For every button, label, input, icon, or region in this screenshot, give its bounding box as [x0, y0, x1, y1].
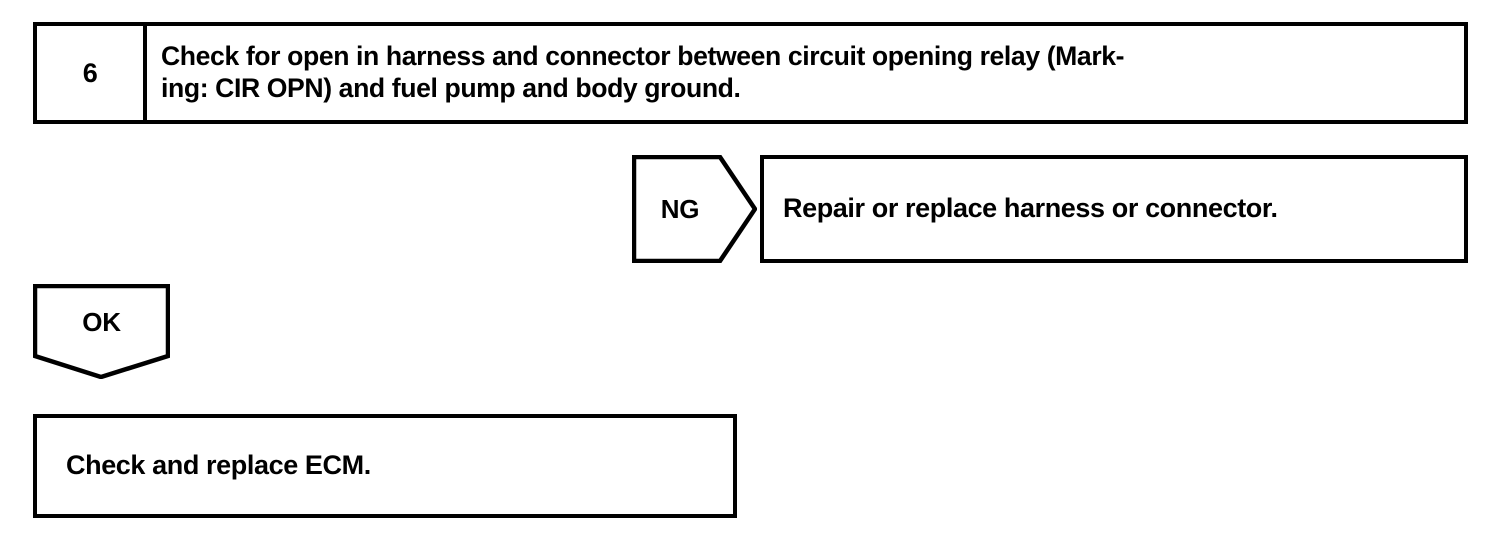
ok-branch-label: OK [82, 306, 121, 337]
ng-branch-arrow: NG [632, 155, 757, 263]
step-row: 6 Check for open in harness and connecto… [33, 22, 1468, 124]
ok-arrow-shape [33, 284, 170, 379]
ok-branch-arrow: OK [33, 284, 170, 379]
ok-result-box: Check and replace ECM. [33, 414, 737, 518]
ok-result-text: Check and replace ECM. [66, 450, 371, 481]
ng-arrow-shape [632, 155, 757, 263]
step-instruction-line-2: ing: CIR OPN) and fuel pump and body gro… [161, 73, 741, 103]
ng-result-box: Repair or replace harness or connector. [760, 155, 1468, 263]
step-number: 6 [82, 57, 98, 88]
step-instruction-line-1: Check for open in harness and connector … [161, 41, 1125, 72]
step-instruction-cell: Check for open in harness and connector … [147, 26, 1464, 120]
ng-result-text: Repair or replace harness or connector. [783, 193, 1278, 224]
step-number-cell: 6 [37, 26, 147, 120]
step-instruction-text: Check for open in harness and connector … [161, 41, 1125, 105]
ng-branch-label: NG [660, 193, 700, 224]
